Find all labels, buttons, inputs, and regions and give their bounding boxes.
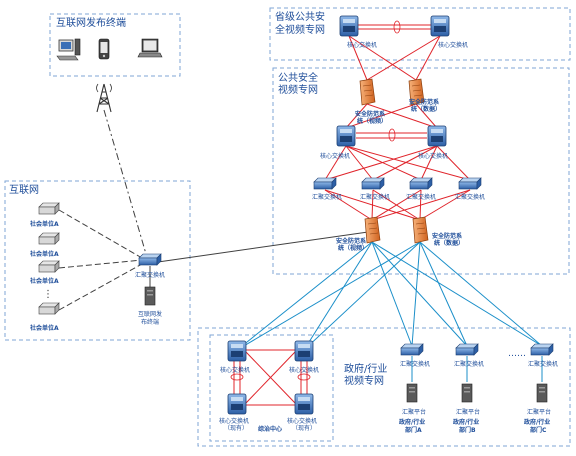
agg-switch-2: 汇聚交换机: [360, 177, 390, 201]
gov-core-switch-br-label-line1: 核心交换机: [287, 417, 317, 425]
social-unit-2: 社会单位A: [29, 232, 60, 258]
provincial-network-region: [269, 7, 571, 61]
gov-platform-a-name: 汇聚平台: [402, 408, 426, 416]
gov-core-switch-tl: 核心交换机: [220, 340, 250, 374]
gov-platform-a-dept-line2: 部门A: [405, 426, 422, 434]
social-unit-1: 社会单位A: [29, 202, 60, 228]
gov-agg-switch-a-label: 汇聚交换机: [400, 360, 430, 368]
agg-switch-3-label: 汇聚交换机: [406, 193, 436, 201]
internet-publish-server: 互联网发 布终端: [138, 286, 162, 326]
gateway-video-top-label-line1: 安全防范系: [355, 110, 385, 118]
gov-core-switch-tr: 核心交换机: [289, 340, 319, 374]
social-unit-1-label: 社会单位A: [29, 220, 59, 228]
gateway-data-bottom: 安全防范系 统（数据）: [412, 216, 464, 247]
gateway-data-bottom-label-line1: 安全防范系: [432, 232, 462, 240]
ps-core-switch-left: 核心交换机: [320, 125, 356, 160]
command-center-region: [209, 334, 334, 442]
agg-switch-2-label: 汇聚交换机: [360, 193, 390, 201]
social-unit-2-label: 社会单位A: [29, 250, 59, 258]
ps-core-switch-right: 核心交换机: [418, 125, 448, 160]
radio-tower-icon: [96, 83, 112, 113]
provincial-network-title-line1: 省级公共安: [275, 10, 325, 23]
gateway-data-top-label-line1: 安全防范系: [409, 98, 439, 106]
laptop-icon: [137, 38, 163, 58]
social-units-ellipsis: ⋮: [43, 289, 53, 300]
gov-network-title-line1: 政府/行业: [344, 362, 387, 375]
gov-core-switch-br: 核心交换机 （现有）: [287, 393, 317, 432]
command-center-label: 综治中心: [258, 425, 282, 433]
gov-core-switch-tr-label: 核心交换机: [289, 366, 319, 374]
gateway-video-bottom-label-line2: 统（视频）: [338, 244, 368, 252]
gateway-data-bottom-label-line2: 统（数据）: [434, 239, 464, 247]
gateway-data-top-label-line2: 统（数据）: [411, 105, 441, 113]
agg-switch-4: 汇聚交换机: [455, 177, 485, 201]
gov-platform-a-dept-line1: 政府/行业: [399, 418, 425, 426]
gov-agg-switch-c: 汇聚交换机: [528, 343, 558, 368]
ps-core-switch-right-label: 核心交换机: [418, 152, 448, 160]
connection-lines: [58, 20, 543, 406]
gov-platform-c-dept-line2: 部门C: [530, 426, 547, 434]
gateway-video-bottom-label-line1: 安全防范系: [336, 237, 366, 245]
gateway-data-top: 安全防范系 统（数据）: [408, 78, 441, 113]
gov-platform-c-dept-line1: 政府/行业: [524, 418, 550, 426]
internet-agg-switch: 汇聚交换机: [135, 253, 165, 279]
social-unit-4-label: 社会单位A: [29, 324, 59, 332]
social-unit-4: 社会单位A: [29, 302, 60, 332]
prov-core-switch-right-label: 核心交换机: [438, 41, 468, 49]
gov-network-title-line2: 视频专网: [344, 374, 384, 387]
public-security-network-title-line2: 视频专网: [278, 83, 318, 96]
gateway-video-top-label-line2: 统（视频）: [357, 117, 387, 125]
gov-platform-c: 汇聚平台 政府/行业 部门C: [524, 383, 551, 434]
gov-agg-switch-b-label: 汇聚交换机: [454, 360, 484, 368]
mobile-phone-icon: [98, 38, 110, 60]
internet-title: 互联网: [9, 184, 39, 196]
gov-core-switch-tl-label: 核心交换机: [220, 366, 250, 374]
gov-agg-switch-c-label: 汇聚交换机: [528, 360, 558, 368]
public-security-network-region: [272, 67, 570, 275]
gateway-video-top: 安全防范系 统（视频）: [355, 78, 387, 125]
internet-terminals-region: [49, 13, 181, 77]
provincial-network-title-line2: 全视频专网: [275, 23, 325, 36]
internet-publish-server-label-line2: 布终端: [141, 318, 159, 326]
social-unit-3-label: 社会单位A: [29, 277, 59, 285]
gov-core-switch-bl: 核心交换机 （现有）: [219, 393, 249, 432]
gov-core-switch-bl-label-line2: （现有）: [224, 424, 248, 432]
social-unit-3: 社会单位A: [29, 260, 60, 285]
gov-agg-switch-a: 汇聚交换机: [400, 343, 430, 368]
agg-switch-1-label: 汇聚交换机: [312, 193, 342, 201]
gov-platform-b: 汇聚平台 政府/行业 部门B: [453, 383, 480, 434]
gateway-video-bottom: 安全防范系 统（视频）: [336, 216, 381, 252]
public-security-network-title-line1: 公共安全: [278, 71, 318, 84]
gov-network-region: [197, 327, 571, 447]
desktop-computer-icon: [56, 38, 81, 61]
gov-agg-switch-b: 汇聚交换机: [454, 343, 484, 368]
agg-switch-4-label: 汇聚交换机: [455, 193, 485, 201]
gov-core-switch-bl-label-line1: 核心交换机: [219, 417, 249, 425]
gov-platform-a: 汇聚平台 政府/行业 部门A: [399, 383, 426, 434]
gov-platform-b-name: 汇聚平台: [456, 408, 480, 416]
prov-core-switch-left: 核心交换机: [339, 15, 377, 49]
gov-platform-b-dept-line2: 部门B: [459, 426, 476, 434]
prov-core-switch-right: 核心交换机: [430, 15, 468, 49]
gov-core-switch-br-label-line2: （现有）: [292, 424, 316, 432]
internet-publish-server-label-line1: 互联网发: [138, 310, 162, 318]
ps-core-switch-left-label: 核心交换机: [320, 152, 350, 160]
prov-core-switch-left-label: 核心交换机: [347, 41, 377, 49]
internet-region: [4, 180, 191, 341]
gov-platform-c-name: 汇聚平台: [527, 408, 551, 416]
gov-agg-ellipsis: ……: [508, 349, 526, 359]
agg-switch-3: 汇聚交换机: [406, 177, 436, 201]
agg-switch-1: 汇聚交换机: [312, 177, 342, 201]
gov-platform-b-dept-line1: 政府/行业: [453, 418, 479, 426]
internet-agg-switch-label: 汇聚交换机: [135, 271, 165, 279]
internet-terminals-title: 互联网发布终端: [56, 16, 126, 29]
